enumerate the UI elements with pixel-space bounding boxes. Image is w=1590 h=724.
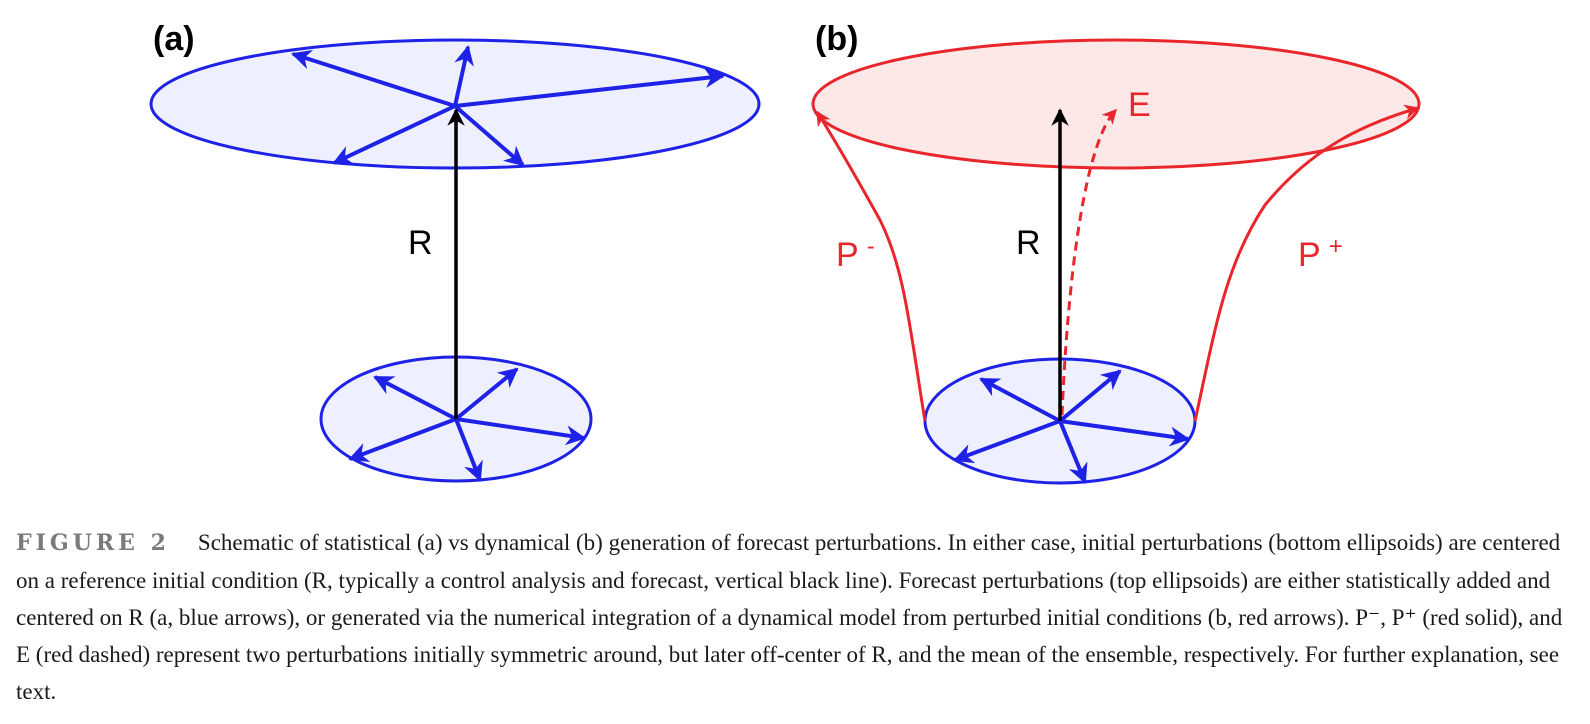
caption-text: Schematic of statistical (a) vs dynamica… (16, 530, 1563, 704)
figure-tag: FIGURE 2 (16, 530, 170, 556)
plus-label-sup: + (1329, 233, 1343, 260)
panel-a: (a) R (149, 20, 761, 483)
initial-perturbation-arrow (979, 377, 1061, 423)
initial-perturbation-arrow (953, 419, 1061, 464)
panel-a-initial-perturbation-arrows (348, 367, 586, 482)
minus-label-letter: P (836, 236, 859, 274)
forecast-perturbation-arrow (453, 45, 474, 107)
forecast-perturbation-arrow (332, 104, 456, 165)
panel-b-minus-trajectory (815, 110, 927, 422)
initial-perturbation-arrow (348, 417, 457, 463)
forecast-perturbation-arrow (454, 68, 725, 108)
panel-a-forecast-perturbation-arrows (291, 45, 725, 167)
panel-b-plus-label: P+ (1298, 233, 1343, 274)
panel-b-forecast-ellipse (811, 38, 1421, 170)
panel-a-label: (a) (153, 20, 195, 58)
initial-perturbation-arrow (455, 417, 586, 446)
initial-perturbation-arrow (454, 367, 519, 421)
plus-label-letter: P (1298, 236, 1321, 274)
panel-b-plus-trajectory (1193, 104, 1420, 422)
panel-b-initial-perturbation-arrows (953, 369, 1190, 484)
panel-b-ensemble-mean-label: E (1128, 86, 1151, 124)
panel-b-minus-label: P- (836, 233, 875, 274)
forecast-perturbation-arrow (453, 104, 525, 167)
initial-perturbation-arrow (1059, 419, 1190, 447)
initial-perturbation-arrow (454, 418, 483, 482)
initial-perturbation-arrow (1058, 369, 1122, 423)
panel-b-label: (b) (815, 20, 858, 58)
schematic-figure: (a) R (b) (149, 20, 1421, 485)
forecast-perturbation-arrow (291, 49, 456, 108)
panel-b-ensemble-mean-trajectory (1060, 108, 1118, 416)
panel-b-reference-label: R (1016, 224, 1041, 262)
initial-perturbation-arrow (1058, 420, 1088, 484)
panel-b: (b) R E P- P+ (811, 20, 1421, 485)
initial-perturbation-arrow (373, 375, 457, 421)
minus-label-sup: - (867, 233, 875, 260)
panel-a-reference-label: R (408, 224, 433, 262)
